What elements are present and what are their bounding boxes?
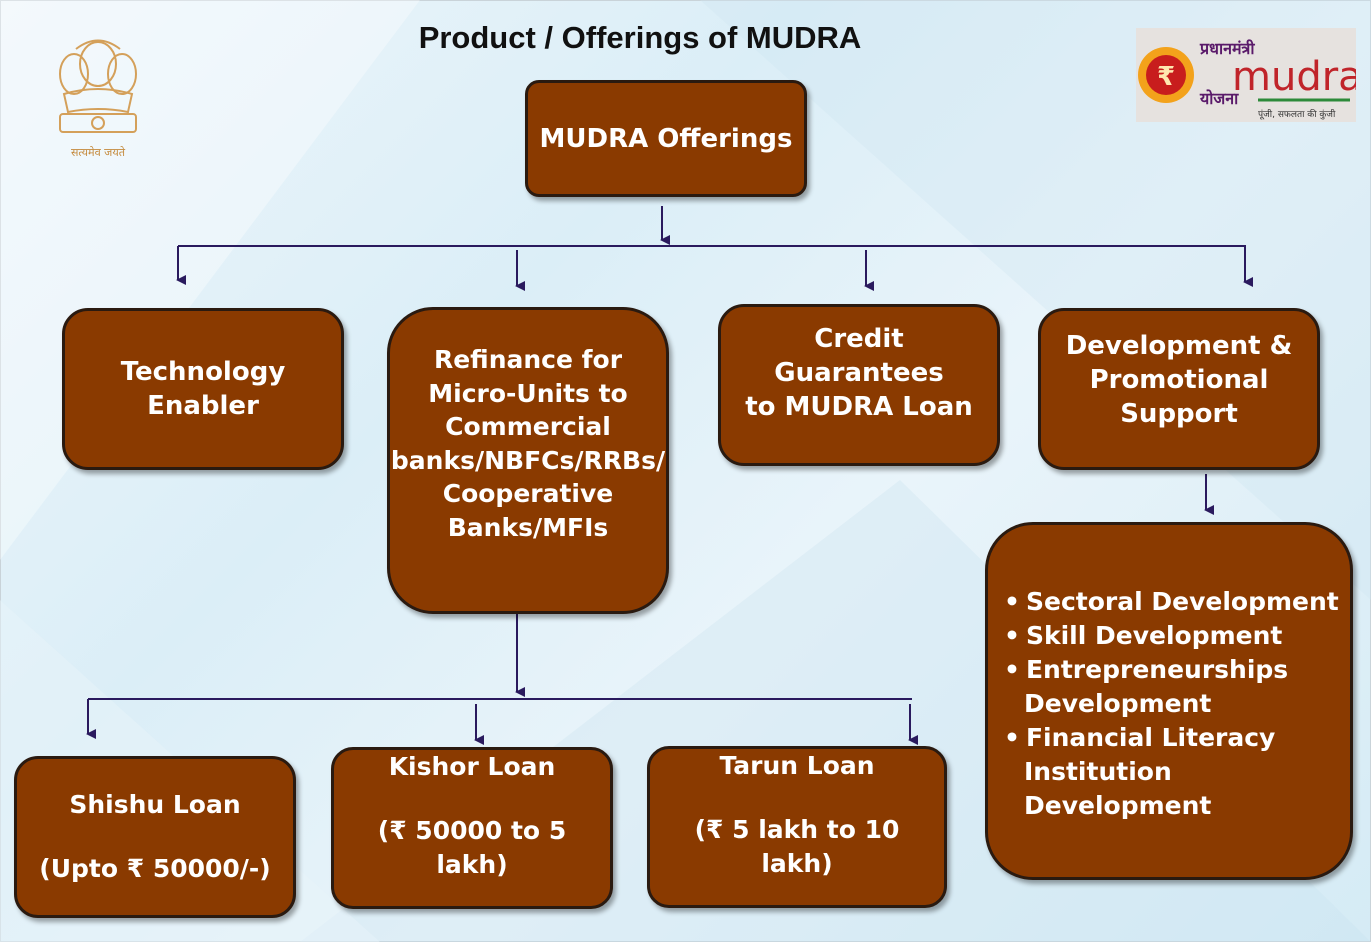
- offering-line: Support: [1120, 399, 1238, 429]
- loan-tarun: Tarun Loan (₹ 5 lakh to 10 lakh): [647, 746, 947, 908]
- offering-refinance: Refinance for Micro-Units to Commercial …: [387, 307, 669, 614]
- logo-line2: योजना: [1199, 89, 1239, 108]
- loan-amount: (₹ 50000 to 5 lakh): [377, 816, 567, 879]
- offering-line: Banks/MFIs: [447, 512, 609, 542]
- development-activities-box: Sectoral Development Skill Development E…: [985, 522, 1353, 880]
- offering-line: to MUDRA Loan: [745, 392, 973, 422]
- logo-tagline: पूंजी, सफलता की कुंजी: [1258, 108, 1336, 120]
- page-title: Product / Offerings of MUDRA: [418, 20, 862, 55]
- logo-brand: mudra: [1232, 54, 1356, 100]
- offering-line: Commercial: [445, 412, 611, 441]
- mudra-logo: ₹ प्रधानमंत्री mudra योजना पूंजी, सफलता …: [1136, 28, 1363, 122]
- development-list: Sectoral Development Skill Development E…: [1004, 585, 1344, 823]
- development-list-item: Skill Development: [1004, 619, 1344, 653]
- loan-amount: (₹ 5 lakh to 10 lakh): [694, 815, 900, 878]
- loan-name: Tarun Loan: [719, 751, 875, 780]
- offering-line: Development &: [1065, 331, 1293, 361]
- loan-amount: (Upto ₹ 50000/-): [39, 854, 271, 883]
- offering-line: Enabler: [147, 391, 259, 421]
- svg-text:₹: ₹: [1157, 62, 1175, 92]
- offering-development-support: Development & Promotional Support: [1038, 308, 1320, 470]
- root-node: MUDRA Offerings: [525, 80, 807, 197]
- development-list-item: Entrepreneurships Development: [1004, 653, 1344, 721]
- offering-technology-enabler: Technology Enabler: [62, 308, 344, 470]
- offering-line: Technology: [120, 357, 286, 387]
- offering-line: Micro-Units to: [428, 378, 628, 408]
- offering-credit-guarantees: Credit Guarantees to MUDRA Loan: [718, 304, 1000, 466]
- logo-line1: प्रधानमंत्री: [1199, 39, 1255, 58]
- development-list-item: Financial Literacy Institution Developme…: [1004, 721, 1344, 823]
- offering-line: banks/NBFCs/RRBs/: [390, 445, 666, 475]
- offering-line: Promotional: [1089, 365, 1269, 395]
- offering-line: Refinance for: [433, 345, 623, 374]
- development-list-item: Sectoral Development: [1004, 585, 1344, 619]
- loan-kishor: Kishor Loan (₹ 50000 to 5 lakh): [331, 747, 613, 909]
- root-label: MUDRA Offerings: [539, 123, 793, 154]
- loan-shishu: Shishu Loan (Upto ₹ 50000/-): [14, 756, 296, 918]
- national-emblem-icon: सत्यमेव जयते: [59, 39, 137, 159]
- emblem-caption: सत्यमेव जयते: [71, 146, 126, 159]
- loan-name: Shishu Loan: [69, 790, 241, 819]
- offering-line: Credit Guarantees: [774, 324, 944, 388]
- loan-name: Kishor Loan: [388, 752, 556, 781]
- offering-line: Cooperative: [442, 479, 614, 508]
